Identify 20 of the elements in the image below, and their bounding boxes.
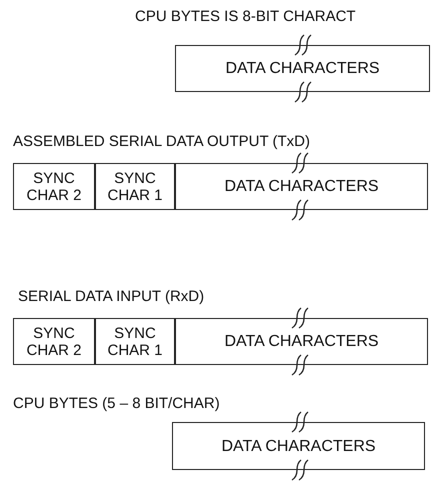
sync-character-field <box>13 163 95 210</box>
field-label: SYNC CHAR 2 <box>25 170 82 204</box>
sync-character-field <box>95 163 175 210</box>
field-label: SYNC CHAR 1 <box>106 324 164 358</box>
section-heading: SERIAL DATA INPUT (RxD) <box>18 288 204 305</box>
data-characters-field <box>175 163 428 210</box>
field-label: DATA CHARACTERS <box>224 178 379 195</box>
data-characters-field <box>175 45 430 92</box>
field-label: DATA CHARACTERS <box>221 438 376 454</box>
field-label: SYNC CHAR 2 <box>25 324 82 358</box>
data-characters-field <box>172 422 425 470</box>
section-heading: ASSEMBLED SERIAL DATA OUTPUT (TxD) <box>13 133 310 150</box>
sync-character-field <box>95 318 175 365</box>
sync-character-field <box>13 318 95 365</box>
field-label: DATA CHARACTERS <box>225 60 380 77</box>
section-heading: CPU BYTES IS 8-BIT CHARACT <box>135 8 356 25</box>
field-label: DATA CHARACTERS <box>224 333 379 350</box>
data-characters-field <box>175 318 428 365</box>
section-heading: CPU BYTES (5 – 8 BIT/CHAR) <box>13 395 220 412</box>
field-label: SYNC CHAR 1 <box>106 170 164 204</box>
